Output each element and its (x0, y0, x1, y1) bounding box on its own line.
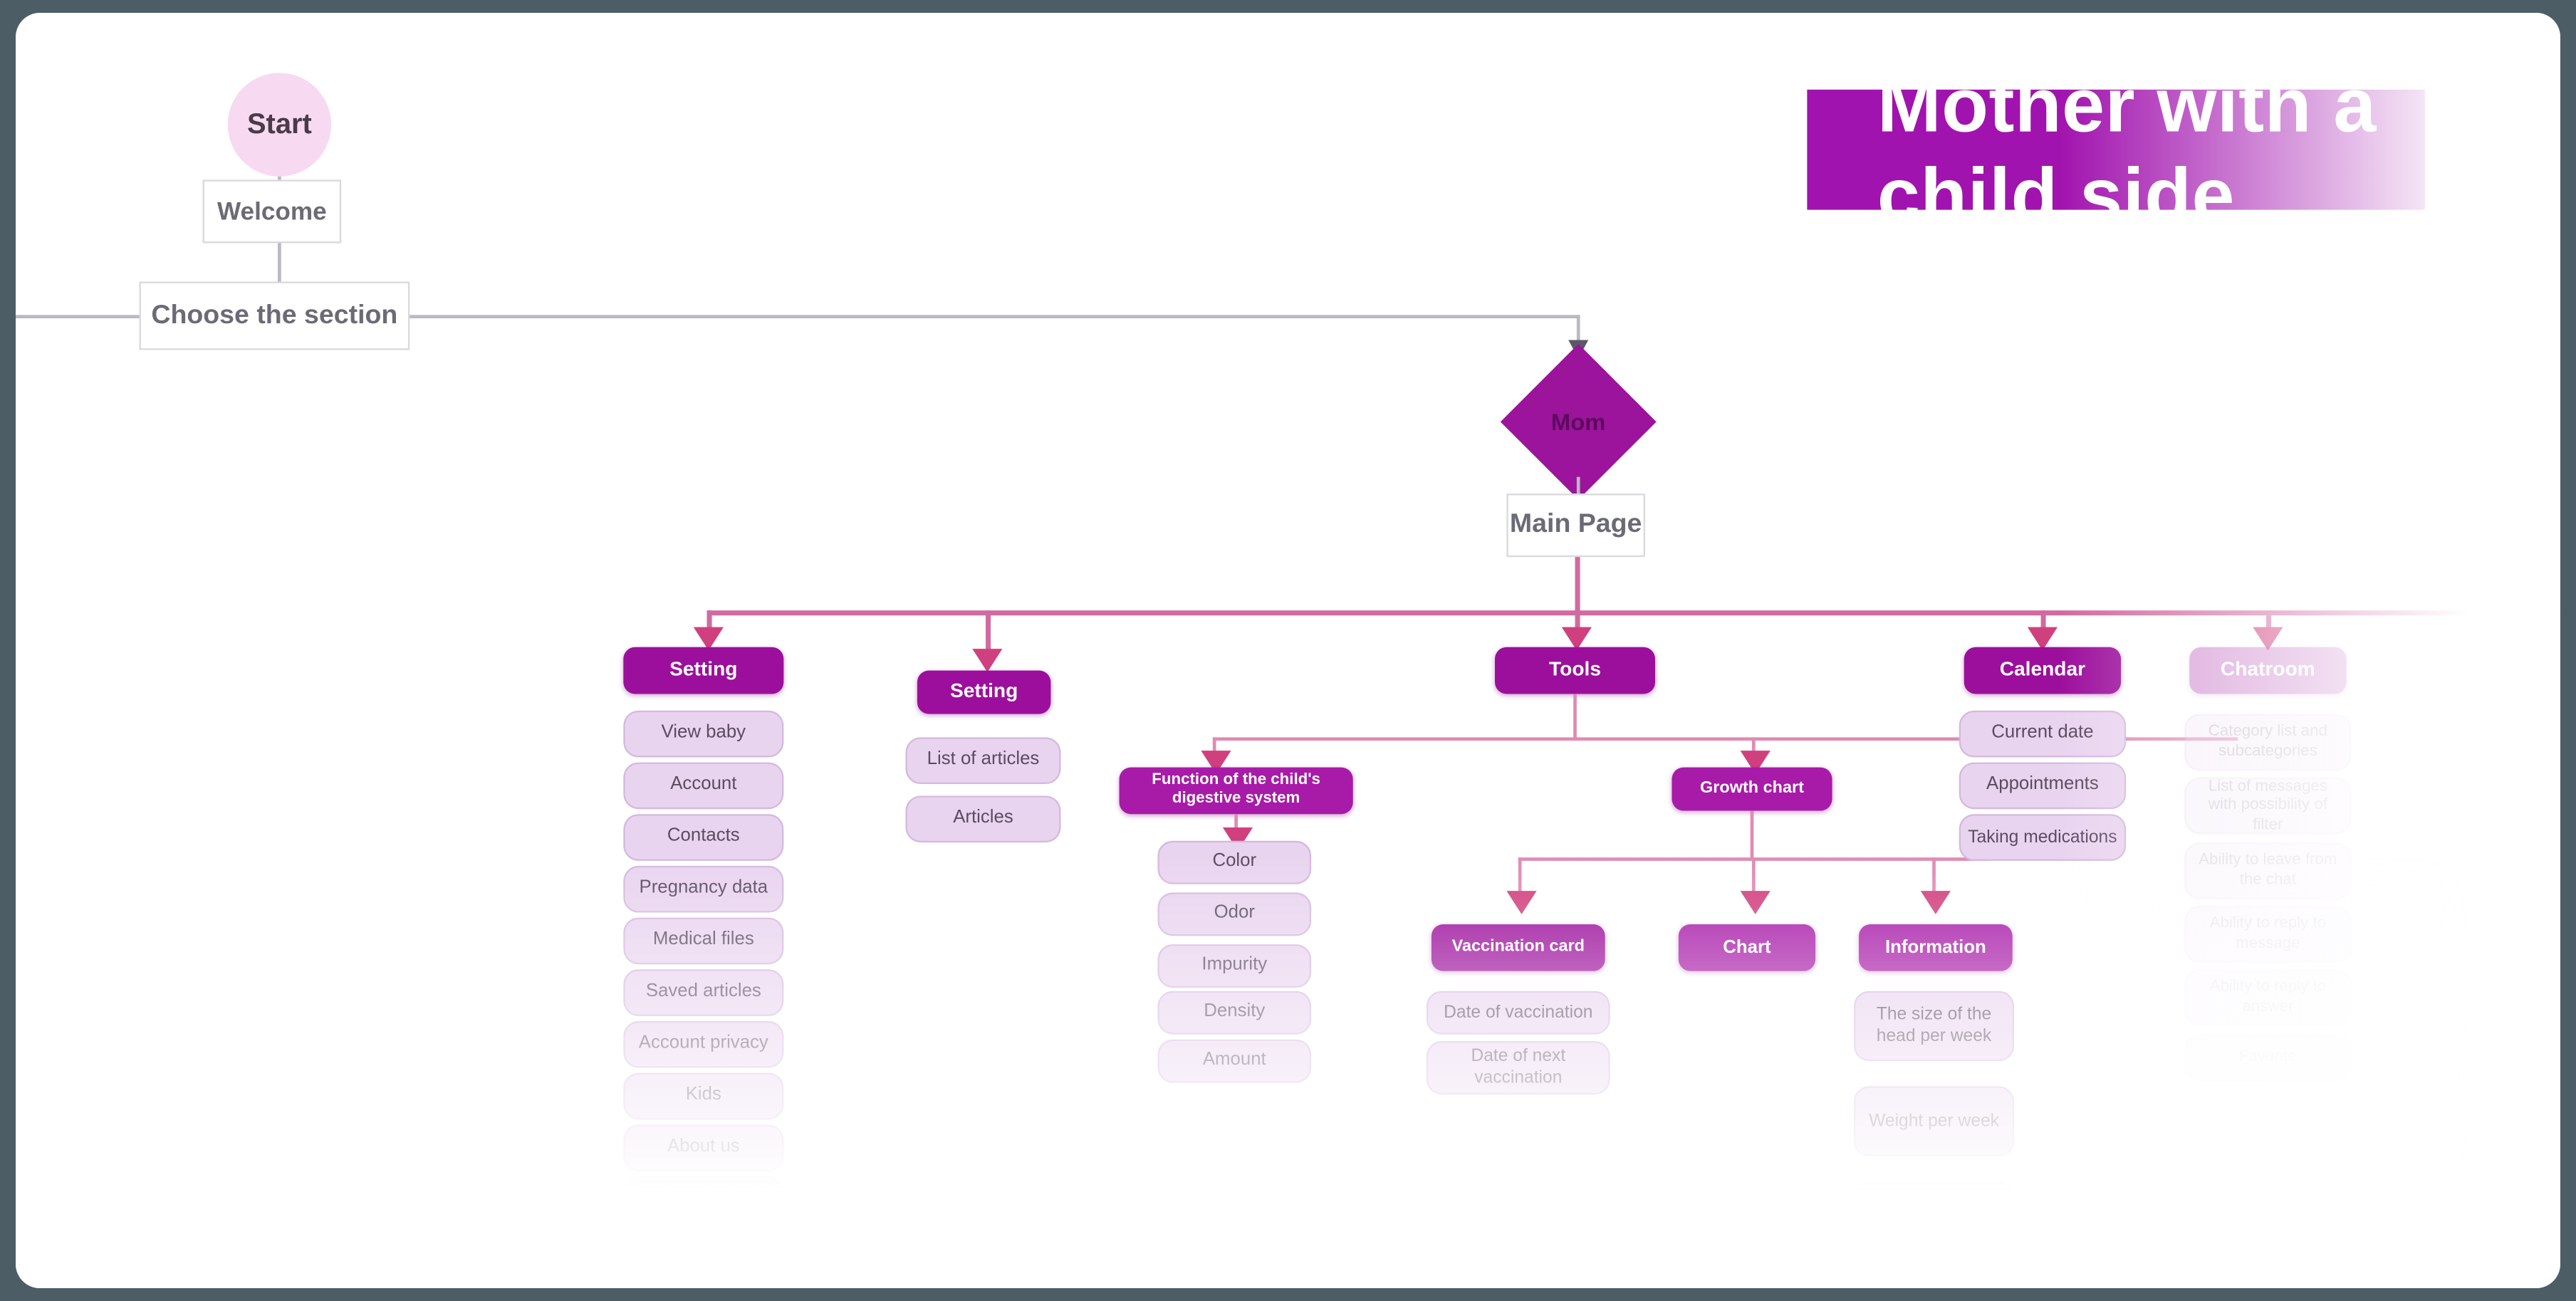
list-item[interactable]: Ability to reply to answer (2184, 969, 2352, 1026)
list-item[interactable]: Ability to reply to message (2184, 906, 2352, 963)
list-item[interactable]: Date of vaccination (1426, 991, 1610, 1035)
list-item[interactable]: Account (623, 762, 784, 810)
mom-label: Mom (1550, 408, 1606, 436)
list-item[interactable]: Contacts (623, 814, 784, 861)
list-item[interactable]: Odor (1157, 892, 1312, 936)
arrowhead-vaccination (1506, 891, 1537, 914)
arrowhead-chart (1740, 891, 1771, 914)
connector-bus-setting1 (706, 610, 711, 644)
list-item[interactable]: About us (623, 1124, 784, 1171)
welcome-label: Welcome (217, 197, 327, 226)
list-item[interactable]: The size of the head per week (1854, 991, 2015, 1062)
start-node[interactable]: Start (227, 73, 332, 177)
list-item[interactable]: Height size per week (1854, 1181, 2015, 1252)
column-header-calendar[interactable]: Calendar (1964, 647, 2122, 694)
diagram-canvas: Mother with a child side Start Welcome C… (16, 13, 2560, 1288)
list-item[interactable]: Ability to leave from the chat (2184, 842, 2352, 899)
mom-decision-node[interactable]: Mom (1500, 343, 1657, 500)
column-header-label: Tools (1549, 657, 1601, 681)
list-item[interactable]: Date of next vaccination (1426, 1041, 1610, 1095)
connector-choose-left (16, 315, 140, 318)
connector-growthchart-stub (1750, 810, 1754, 861)
list-item[interactable]: Category list and subcategories (2184, 714, 2352, 771)
list-item[interactable]: Saved articles (623, 969, 784, 1016)
list-item[interactable]: Amount (1157, 1039, 1312, 1083)
column-header-chart[interactable]: Chart (1678, 924, 1816, 971)
column-header-tools[interactable]: Tools (1494, 647, 1656, 694)
connector-welcome-choose (278, 243, 281, 301)
column-header-label: Calendar (1999, 657, 2086, 681)
connector-bus-calendar (2040, 610, 2045, 644)
column-header-chatroom[interactable]: Chatroom (2189, 647, 2347, 694)
column-header-digestive[interactable]: Function of the child's digestive system (1119, 767, 1353, 815)
column-header-label: Information (1884, 936, 1986, 958)
connector-tools-stub (1573, 694, 1577, 741)
list-item[interactable]: List of articles (905, 737, 1061, 785)
column-header-growth-chart[interactable]: Growth chart (1672, 767, 1832, 811)
column-header-setting-2[interactable]: Setting (917, 670, 1051, 714)
list-item[interactable]: Kids (623, 1072, 784, 1120)
choose-section-node[interactable]: Choose the section (139, 281, 410, 350)
column-header-label: Function of the child's digestive system (1152, 770, 1320, 808)
list-item[interactable]: Account privacy (623, 1020, 784, 1068)
list-item[interactable]: Impurity (1157, 944, 1312, 988)
arrowhead-setting2 (972, 649, 1003, 672)
list-item[interactable]: Pregnancy data (623, 865, 784, 913)
column-header-label: Chart (1723, 936, 1771, 958)
list-item[interactable]: Terms of use (623, 1176, 784, 1223)
list-item[interactable]: Appointments (1959, 762, 2127, 810)
list-item[interactable]: Privacy policy (623, 1228, 784, 1275)
connector-tools-bus (1212, 737, 2238, 741)
choose-section-label: Choose the section (151, 301, 398, 330)
page-title: Mother with a child side (1877, 61, 2377, 239)
list-item[interactable]: Articles (905, 795, 1061, 843)
list-item[interactable]: Weight per week (1854, 1086, 2015, 1156)
list-item[interactable]: List of messages with possibility of fil… (2184, 777, 2352, 835)
start-label: Start (246, 108, 312, 140)
column-header-setting-1[interactable]: Setting (623, 647, 784, 694)
arrowhead-information (1920, 891, 1951, 914)
connector-main-bus (706, 610, 2560, 616)
column-header-label: Chatroom (2220, 657, 2315, 681)
list-item[interactable]: Tell a friend (623, 1280, 784, 1288)
column-header-label: Setting (949, 679, 1018, 703)
connector-bus-tools (1575, 610, 1580, 644)
arrowhead-tools (1561, 627, 1592, 651)
column-header-vaccination-card[interactable]: Vaccination card (1431, 924, 1605, 971)
welcome-node[interactable]: Welcome (202, 179, 342, 244)
list-item[interactable]: Favorite (2184, 1034, 2352, 1082)
list-item[interactable]: Density (1157, 991, 1312, 1035)
connector-choose-right (410, 315, 1579, 318)
arrowhead-setting1 (693, 627, 724, 651)
column-header-label: Growth chart (1700, 779, 1804, 798)
connector-mom-mainpage (1576, 476, 1580, 497)
connector-choose-down-to-mom (1576, 315, 1580, 355)
diagram-scale-layer: Mother with a child side Start Welcome C… (16, 13, 2560, 1288)
connector-bus-setting2 (986, 610, 990, 666)
list-item[interactable]: View baby (623, 710, 784, 758)
list-item[interactable]: Current date (1959, 710, 2127, 758)
column-header-label: Vaccination card (1451, 938, 1585, 957)
column-header-information[interactable]: Information (1859, 924, 2013, 971)
list-item[interactable]: Color (1157, 840, 1312, 884)
column-header-label: Setting (669, 657, 738, 681)
list-item[interactable]: Taking medications (1959, 814, 2127, 861)
page-title-banner: Mother with a child side (1807, 61, 2425, 238)
arrowhead-calendar (2027, 627, 2058, 651)
list-item[interactable]: Display baby information on the chart. F… (1854, 1267, 2015, 1288)
main-page-label: Main Page (1509, 510, 1642, 539)
connector-main-bus-stub (1575, 557, 1580, 614)
main-page-node[interactable]: Main Page (1506, 493, 1645, 558)
list-item[interactable]: Medical files (623, 917, 784, 965)
